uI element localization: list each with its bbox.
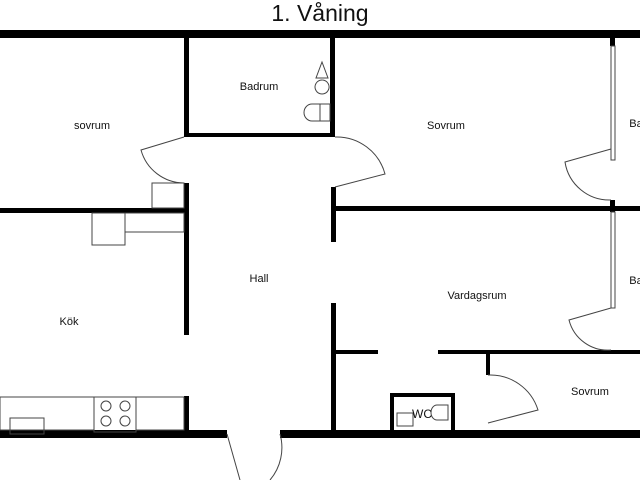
room-label-sovrum-bottom: Sovrum (571, 386, 609, 398)
door-sovrum-left (140, 136, 185, 184)
stove-burner (119, 400, 131, 412)
wc-box (390, 393, 455, 434)
door-balcony-mid (568, 307, 612, 351)
door-sovrum-top (334, 136, 386, 188)
wall-hall-right-upper (331, 187, 336, 242)
balcony-window-top (610, 45, 616, 161)
room-label-balcony-top: Ba (629, 118, 640, 130)
wall-badrum-right (330, 38, 335, 137)
wall-stub-right-top (610, 38, 615, 46)
toilet-icon (303, 103, 331, 122)
stove-burner (119, 415, 131, 427)
wall-right-middle (333, 206, 640, 211)
wall-stub-right-mid (610, 200, 615, 212)
room-label-sovrum-left: sovrum (73, 120, 111, 132)
wall-sovrum-kok (0, 208, 186, 213)
wall-badrum-left (184, 38, 189, 137)
wall-badrum-bottom (184, 133, 335, 137)
wall-sovrum-left (486, 354, 490, 375)
stove-burner (100, 400, 112, 412)
wall-hall-left-lower (184, 396, 189, 432)
wall-vardagsrum-bottom-a (333, 350, 378, 354)
wall-bottom-right (280, 430, 640, 438)
walls (0, 30, 640, 438)
kitchen-counter-right (135, 396, 185, 431)
wc-walls (390, 393, 455, 434)
wall-hall-left (184, 183, 189, 335)
stove (93, 396, 137, 433)
kok-cabinet-b (124, 212, 185, 233)
door-balcony-top (564, 148, 612, 201)
balcony-window-mid (610, 211, 616, 309)
room-label-hall: Hall (249, 273, 269, 285)
shower-icon (314, 60, 330, 95)
room-label-wc: WC (412, 407, 432, 421)
room-label-balcony-mid: Ba (629, 275, 640, 287)
wall-bottom-left (0, 430, 227, 438)
wc-sink-icon (396, 412, 414, 427)
door-sovrum-bottom (487, 374, 539, 424)
wall-vardagsrum-bottom-b (438, 350, 640, 354)
room-label-sovrum-top: Sovrum (427, 120, 465, 132)
wall-top (0, 30, 640, 38)
stove-burner (100, 415, 112, 427)
wc-toilet-icon (430, 404, 449, 421)
kitchen-sink (9, 417, 45, 435)
sovrum-cabinet (151, 182, 185, 209)
room-label-badrum: Badrum (239, 81, 279, 93)
wall-hall-right-lower (331, 303, 336, 433)
floor-title: 1. Våning (271, 0, 369, 26)
kitchen-counter (0, 396, 95, 431)
kok-cabinet-a (91, 212, 126, 246)
room-label-kok: Kök (59, 316, 79, 328)
door-entrance (226, 433, 283, 480)
room-label-vardagsrum: Vardagsrum (447, 290, 507, 302)
